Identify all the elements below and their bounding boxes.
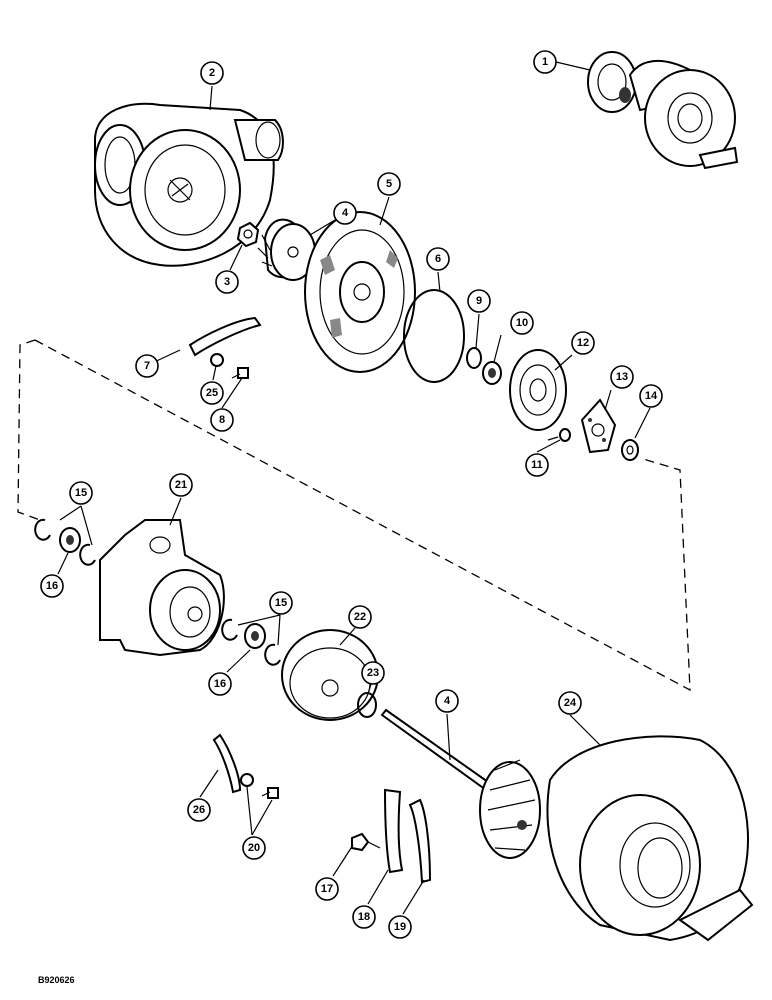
svg-text:24: 24 <box>564 697 577 709</box>
callout-24: 24 <box>558 691 582 715</box>
svg-text:12: 12 <box>577 337 589 349</box>
bolt-and-lockwasher-part <box>240 773 279 799</box>
thrust-bearing-part <box>580 398 617 454</box>
callout-6: 6 <box>426 247 450 271</box>
locking-plate-part <box>188 316 262 357</box>
callout-7: 7 <box>135 354 159 378</box>
lockwasher-part <box>210 353 224 367</box>
journal-bearing-part <box>59 527 81 553</box>
washer-part <box>621 439 639 461</box>
assembly-path-dashed-line <box>17 339 691 692</box>
callout-25: 25 <box>200 381 224 405</box>
callout-17: 17 <box>315 877 339 901</box>
collar-part <box>482 361 502 385</box>
callout-10: 10 <box>510 311 534 335</box>
ring-part <box>466 347 482 369</box>
callout-16-lower: 16 <box>208 672 232 696</box>
callout-12: 12 <box>571 331 595 355</box>
o-ring-part <box>403 289 465 383</box>
svg-text:3: 3 <box>224 276 230 288</box>
journal-bearing-part <box>244 623 266 649</box>
clamp-plate-part <box>408 798 432 884</box>
callout-11: 11 <box>525 453 549 477</box>
svg-text:15: 15 <box>275 597 287 609</box>
svg-text:4: 4 <box>342 207 349 219</box>
turbine-housing-part <box>546 735 754 942</box>
svg-text:18: 18 <box>358 911 370 923</box>
svg-text:1: 1 <box>542 56 548 68</box>
callout-1: 1 <box>533 50 557 74</box>
svg-text:5: 5 <box>386 178 392 190</box>
svg-text:23: 23 <box>367 667 379 679</box>
callout-9: 9 <box>467 289 491 313</box>
callout-22: 22 <box>348 605 372 629</box>
callout-21: 21 <box>169 473 193 497</box>
callout-2: 2 <box>200 61 224 85</box>
callout-26: 26 <box>187 798 211 822</box>
locking-plate-part <box>212 733 242 794</box>
callout-18: 18 <box>352 905 376 929</box>
callout-group: 1 2 3 4 5 6 7 8 9 10 11 12 13 14 15 16 2… <box>40 50 663 939</box>
svg-text:14: 14 <box>645 390 658 402</box>
turbine-wheel-and-shaft-part <box>380 708 541 859</box>
callout-8: 8 <box>210 408 234 432</box>
svg-text:2: 2 <box>209 67 215 79</box>
leader-lines <box>57 61 651 915</box>
screw-part <box>547 428 571 442</box>
svg-text:15: 15 <box>75 487 87 499</box>
svg-text:7: 7 <box>144 360 150 372</box>
svg-text:25: 25 <box>206 387 218 399</box>
callout-16-upper: 16 <box>40 574 64 598</box>
svg-text:6: 6 <box>435 253 441 265</box>
callout-4: 4 <box>333 201 357 225</box>
retaining-ring-part <box>264 643 281 666</box>
clamp-plate-part <box>383 788 404 874</box>
bolt-part <box>351 832 381 852</box>
callout-3: 3 <box>215 270 239 294</box>
svg-text:16: 16 <box>214 678 226 690</box>
svg-text:4: 4 <box>444 695 451 707</box>
callout-5: 5 <box>377 172 401 196</box>
svg-text:17: 17 <box>321 883 333 895</box>
svg-text:21: 21 <box>175 479 187 491</box>
turbocharger-assembly-part <box>587 51 739 170</box>
callout-14: 14 <box>639 384 663 408</box>
center-housing-part <box>99 519 225 657</box>
callout-13: 13 <box>610 365 634 389</box>
svg-text:13: 13 <box>616 371 628 383</box>
svg-text:20: 20 <box>248 842 260 854</box>
svg-text:9: 9 <box>476 295 482 307</box>
svg-text:8: 8 <box>219 414 225 426</box>
callout-20: 20 <box>242 836 266 860</box>
svg-text:16: 16 <box>46 580 58 592</box>
drawing-code: B920626 <box>38 975 75 985</box>
compressor-housing-part <box>94 102 284 267</box>
retaining-ring-part <box>79 543 96 566</box>
retaining-ring-part <box>221 618 238 641</box>
nut-part <box>236 221 260 248</box>
svg-text:11: 11 <box>531 459 543 471</box>
bolt-part <box>231 367 249 379</box>
svg-text:10: 10 <box>516 317 528 329</box>
seal-ring-part <box>357 692 377 718</box>
svg-text:26: 26 <box>193 804 205 816</box>
seal-plate-part <box>509 349 567 431</box>
svg-text:22: 22 <box>354 611 366 623</box>
callout-15-upper: 15 <box>69 481 93 505</box>
retaining-ring-part <box>34 518 51 541</box>
backplate-part <box>304 211 416 373</box>
svg-text:19: 19 <box>394 921 406 933</box>
compressor-wheel-part <box>257 218 316 281</box>
callout-19: 19 <box>388 915 412 939</box>
callout-15-lower: 15 <box>269 591 293 615</box>
callout-4-lower: 4 <box>435 689 459 713</box>
callout-23: 23 <box>361 661 385 685</box>
